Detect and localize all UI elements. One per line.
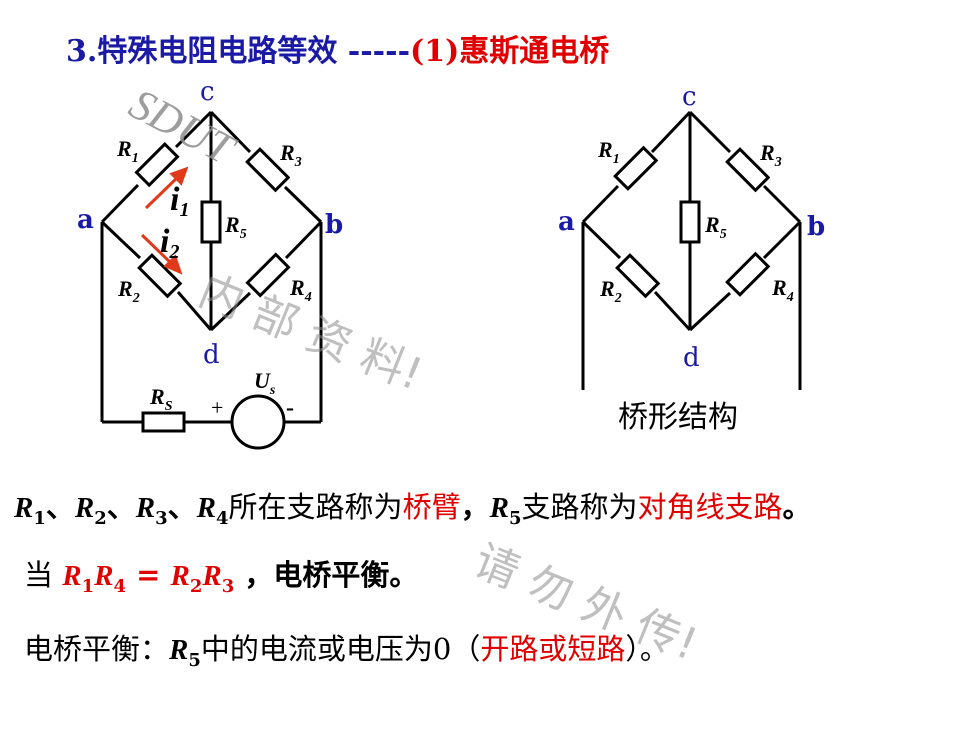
resistor-r5: [200, 200, 222, 244]
arrow-i2-head: [163, 254, 183, 275]
node-d-right: d: [683, 343, 700, 373]
slide-title: 3.特殊电阻电路等效 -----(1)惠斯通电桥: [66, 26, 609, 70]
label-r2-left: R2: [117, 276, 140, 306]
label-r1-left: R1: [116, 136, 139, 166]
label-rs: RS: [149, 384, 173, 414]
arrow-i1: [144, 173, 182, 210]
label-r2-right: R2: [599, 276, 622, 306]
resistor-r3: [245, 147, 291, 193]
node-b-right: b: [807, 212, 825, 242]
label-i1: i1: [170, 181, 189, 221]
current-arrows: [140, 166, 189, 275]
resistor-r2-right: [615, 253, 661, 299]
node-b-left: b: [325, 210, 343, 240]
label-r4-left: R4: [289, 275, 312, 305]
resistor-r5-right: [679, 200, 701, 244]
bridge-structure-caption: 桥形结构: [618, 400, 738, 435]
resistor-r1: [134, 141, 180, 188]
resistor-r1-right: [613, 145, 659, 191]
label-i2: i2: [160, 223, 179, 263]
voltage-source: [230, 394, 286, 450]
title-main: 特殊电阻电路等效: [97, 34, 338, 69]
label-r5-right: R5: [704, 212, 727, 242]
source-minus: -: [286, 395, 294, 421]
label-r3-left: R3: [279, 140, 302, 170]
title-dashes: -----: [337, 34, 411, 69]
label-r4-right: R4: [771, 275, 794, 305]
label-r1-right: R1: [597, 137, 620, 167]
arrow-i2: [140, 233, 176, 268]
resistor-r4-right: [725, 251, 771, 297]
right-bridge-structure: [581, 110, 802, 390]
left-bridge-circuit: [100, 110, 323, 450]
label-us: Us: [254, 368, 276, 398]
resistor-r4: [245, 252, 291, 298]
text-line-2: 当 R1R4 = R2R3 ，电桥平衡。: [24, 558, 419, 597]
node-a-left: a: [77, 205, 94, 235]
source-plus: +: [211, 395, 223, 420]
label-r3-right: R3: [759, 140, 782, 170]
text-line-1: R1、R2、R3、R4所在支路称为桥臂，R5支路称为对角线支路。: [14, 490, 812, 529]
resistor-rs: [141, 411, 186, 433]
arrow-i1-head: [169, 166, 189, 186]
text-line-3: 电桥平衡：R5中的电流或电压为0（开路或短路）。: [24, 632, 669, 671]
title-number: 3.: [66, 34, 98, 69]
resistor-r2: [137, 253, 183, 299]
node-c-left: c: [200, 77, 215, 107]
node-c-right: c: [682, 82, 697, 112]
label-r5-left: R5: [224, 212, 247, 242]
title-part: (1)惠斯通电桥: [410, 34, 610, 69]
node-d-left: d: [203, 340, 220, 370]
node-a-right: a: [558, 207, 575, 237]
resistor-r3-right: [725, 147, 771, 193]
